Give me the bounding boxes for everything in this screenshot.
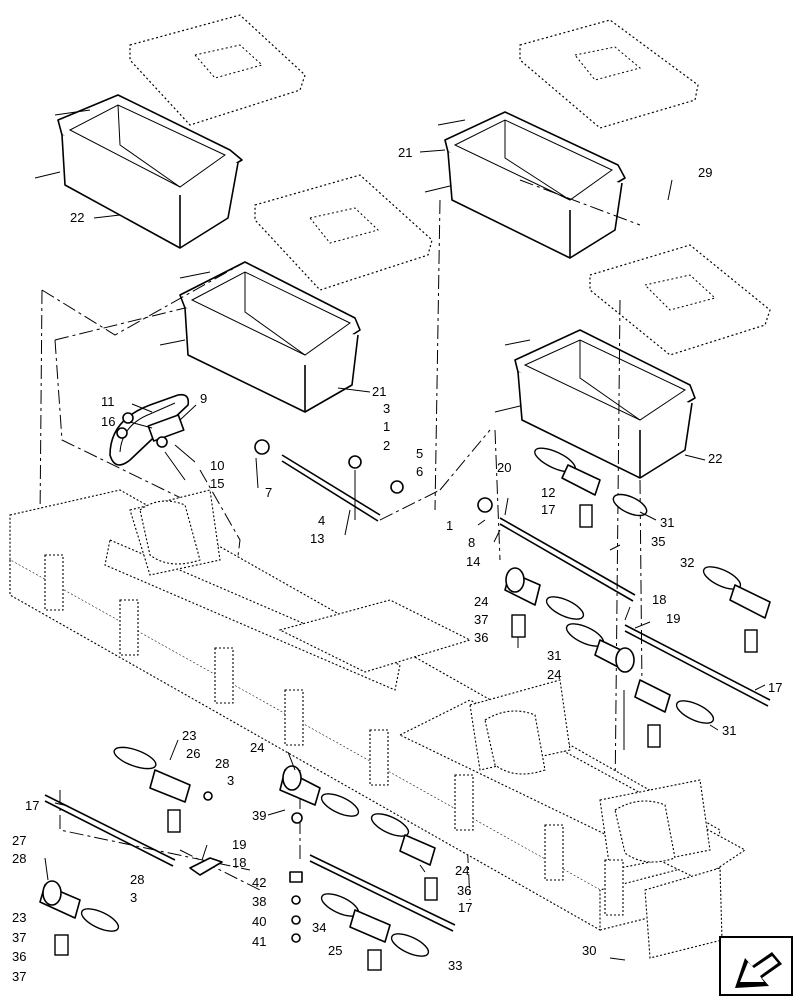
callout-37: 37 [12, 930, 26, 945]
meter-25 [320, 893, 430, 971]
callout-21: 21 [398, 145, 412, 160]
callout-13: 13 [310, 531, 324, 546]
callout-36: 36 [457, 883, 471, 898]
hopper-22-right [494, 244, 771, 479]
callout-37: 37 [12, 969, 26, 984]
callout-34: 34 [312, 920, 326, 935]
callout-36: 36 [474, 630, 488, 645]
callout-7: 7 [265, 485, 272, 500]
callout-19: 19 [232, 837, 246, 852]
callout-17: 17 [25, 798, 39, 813]
toolbar-frame [9, 489, 747, 959]
callout-12: 12 [541, 485, 555, 500]
callout-17: 17 [768, 680, 782, 695]
callout-24: 24 [547, 667, 561, 682]
hopper-22-left [34, 14, 306, 249]
callout-1: 1 [383, 419, 390, 434]
leader-lines [44, 149, 766, 961]
callout-10: 10 [210, 458, 224, 473]
callout-23: 23 [12, 910, 26, 925]
callout-24: 24 [474, 594, 488, 609]
meter-31-top [534, 447, 648, 528]
callout-20: 20 [497, 460, 511, 475]
callout-30: 30 [582, 943, 596, 958]
callout-39: 39 [252, 808, 266, 823]
callout-19: 19 [666, 611, 680, 626]
callout-36: 36 [12, 949, 26, 964]
callout-40: 40 [252, 914, 266, 929]
callout-18: 18 [232, 855, 246, 870]
callout-21: 21 [372, 384, 386, 399]
meter-24-d [370, 813, 438, 901]
callout-16: 16 [101, 414, 115, 429]
callout-42: 42 [252, 875, 266, 890]
meter-24-b [565, 623, 635, 673]
callout-33: 33 [448, 958, 462, 973]
callout-18: 18 [652, 592, 666, 607]
callout-labels: 22 21 29 21 22 11 16 9 10 15 7 3 1 2 5 6… [12, 145, 782, 984]
callout-31: 31 [547, 648, 561, 663]
callout-31: 31 [722, 723, 736, 738]
callout-17: 17 [541, 502, 555, 517]
meter-24-a [504, 567, 585, 648]
callout-26: 26 [186, 746, 200, 761]
meter-23-bottom [39, 880, 120, 956]
callout-15: 15 [210, 476, 224, 491]
shaft-17-left [44, 794, 223, 876]
shaft-35 [477, 497, 636, 602]
callout-17: 17 [458, 900, 472, 915]
callout-4: 4 [318, 513, 325, 528]
meter-24-c [279, 765, 360, 824]
callout-24: 24 [250, 740, 264, 755]
callout-35: 35 [651, 534, 665, 549]
callout-32: 32 [680, 555, 694, 570]
shaft-17-right [624, 624, 771, 707]
meter-31-right [623, 679, 715, 750]
callout-38: 38 [252, 894, 266, 909]
callout-2: 2 [383, 438, 390, 453]
callout-3: 3 [130, 890, 137, 905]
callout-14: 14 [466, 554, 480, 569]
callout-3: 3 [383, 401, 390, 416]
callout-6: 6 [416, 464, 423, 479]
hardware-stack-38-42 [289, 871, 303, 943]
callout-25: 25 [328, 943, 342, 958]
callout-24: 24 [455, 863, 469, 878]
arrow-icon[interactable] [719, 936, 793, 996]
drive-belt [109, 393, 190, 466]
callout-11: 11 [101, 394, 115, 409]
hopper-21-right [424, 19, 699, 259]
callout-1: 1 [446, 518, 453, 533]
callout-23: 23 [182, 728, 196, 743]
callout-27: 27 [12, 833, 26, 848]
callout-22: 22 [70, 210, 84, 225]
meter-32 [702, 566, 771, 653]
callout-3: 3 [227, 773, 234, 788]
callout-28: 28 [12, 851, 26, 866]
callout-28: 28 [130, 872, 144, 887]
callout-31: 31 [660, 515, 674, 530]
shaft-4-13 [254, 439, 404, 522]
callout-41: 41 [252, 934, 266, 949]
hopper-21-center [159, 174, 433, 413]
callout-5: 5 [416, 446, 423, 461]
callout-28: 28 [215, 756, 229, 771]
meter-23-26 [113, 746, 213, 833]
callout-29: 29 [698, 165, 712, 180]
callout-8: 8 [468, 535, 475, 550]
shaft-17-bottom [309, 854, 456, 932]
callout-22: 22 [708, 451, 722, 466]
callout-9: 9 [200, 391, 207, 406]
callout-37: 37 [474, 612, 488, 627]
